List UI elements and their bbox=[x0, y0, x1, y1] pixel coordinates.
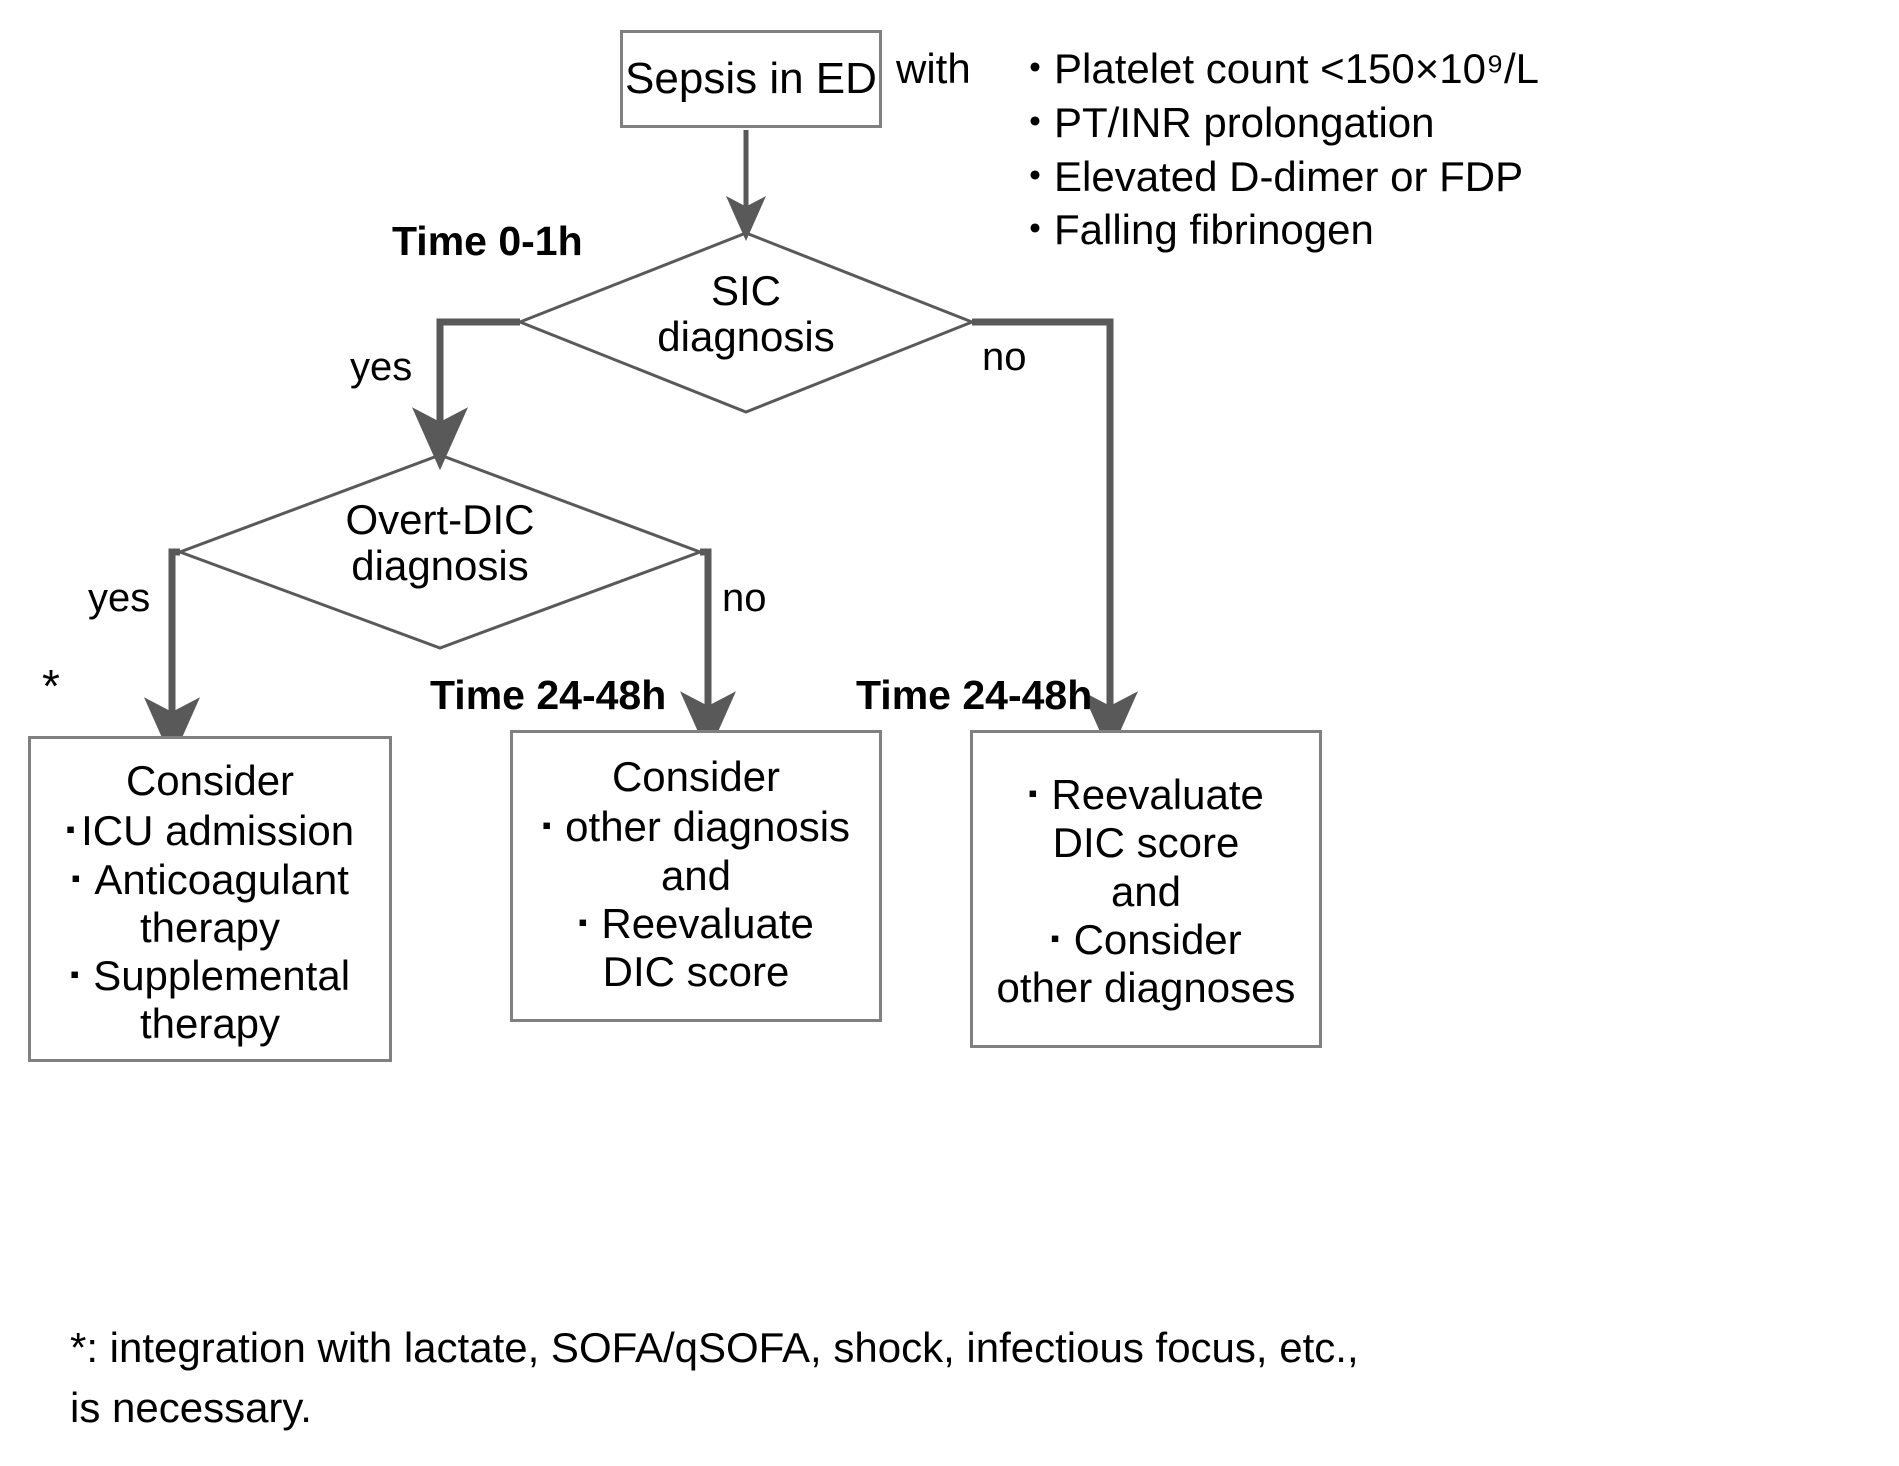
outcome-middle-item-text: other diagnosis bbox=[565, 803, 851, 851]
criteria-row: ・ Falling fibrinogen bbox=[896, 203, 1896, 257]
criteria-item-label: PT/INR prolongation bbox=[1054, 98, 1435, 146]
outcome-middle-heading: Consider bbox=[611, 753, 781, 800]
decision-sic-label: SIC diagnosis bbox=[606, 267, 886, 361]
outcome-left-item-cont: therapy bbox=[139, 903, 281, 951]
outcome-right-item: ▪ Reevaluate bbox=[1028, 771, 1264, 819]
square-bullet-icon: ▪ bbox=[69, 959, 80, 990]
outcome-middle-item: ▪ other diagnosis bbox=[542, 803, 850, 851]
bullet-icon: ・ bbox=[1014, 45, 1057, 92]
sepsis-criteria-list: with ・ Platelet count <150×10⁹/L ・ PT/IN… bbox=[896, 42, 1896, 257]
outcome-box-middle[interactable]: Consider ▪ other diagnosis and ▪ Reevalu… bbox=[510, 730, 882, 1022]
footnote-line-1: *: integration with lactate, SOFA/qSOFA,… bbox=[70, 1324, 1359, 1371]
outcome-left-heading: Consider bbox=[125, 757, 295, 804]
time-label-24-48h-middle: Time 24-48h bbox=[430, 672, 667, 718]
criteria-item-label: Elevated D-dimer or FDP bbox=[1054, 152, 1524, 200]
branch-label-sic-no: no bbox=[982, 335, 1027, 379]
outcome-left-item-text: ICU admission bbox=[81, 807, 355, 855]
outcome-right-item: ▪ Consider bbox=[1050, 916, 1241, 964]
outcome-box-right[interactable]: ▪ Reevaluate DIC score and ▪ Consider ot… bbox=[970, 730, 1322, 1048]
footnote-line-2: is necessary. bbox=[70, 1383, 312, 1431]
outcome-box-left[interactable]: Consider ▪ ICU admission ▪ Anticoagulant… bbox=[28, 736, 392, 1062]
outcome-right-item-cont: DIC score bbox=[1052, 819, 1240, 867]
bullet-icon: ・ bbox=[1014, 98, 1057, 146]
time-label-0-1h: Time 0-1h bbox=[392, 218, 583, 264]
footnote: *: integration with lactate, SOFA/qSOFA,… bbox=[70, 1318, 1770, 1437]
outcome-middle-item-cont: DIC score bbox=[602, 948, 790, 996]
criteria-row: ・ PT/INR prolongation bbox=[896, 96, 1896, 150]
criteria-item-label: Platelet count <150×10⁹/L bbox=[1054, 45, 1540, 92]
criteria-row: ・ Elevated D-dimer or FDP bbox=[896, 150, 1896, 204]
outcome-left-item-cont: therapy bbox=[139, 1000, 281, 1048]
outcome-left-item: ▪ Anticoagulant bbox=[71, 856, 349, 904]
time-label-24-48h-right: Time 24-48h bbox=[856, 672, 1093, 718]
edge-dic-no bbox=[680, 548, 736, 755]
outcome-middle-item-cont: and bbox=[660, 851, 732, 899]
decision-sic-line1: SIC bbox=[710, 267, 781, 314]
outcome-middle-item: ▪ Reevaluate bbox=[578, 900, 814, 948]
criteria-row: with ・ Platelet count <150×10⁹/L bbox=[896, 42, 1896, 96]
decision-dic-label: Overt-DIC diagnosis bbox=[300, 496, 580, 590]
outcome-right-item-cont: and bbox=[1110, 867, 1182, 915]
criteria-item-label: Falling fibrinogen bbox=[1054, 206, 1374, 254]
decision-sic-line2: diagnosis bbox=[657, 313, 835, 361]
outcome-right-item-text: Reevaluate bbox=[1051, 771, 1264, 818]
decision-dic-line1: Overt-DIC bbox=[345, 496, 535, 543]
decision-dic-line2: diagnosis bbox=[351, 542, 529, 590]
square-bullet-icon: ▪ bbox=[541, 810, 552, 841]
square-bullet-icon: ▪ bbox=[1028, 778, 1038, 808]
outcome-left-item-text: Anticoagulant bbox=[94, 855, 349, 903]
edge-sic-yes bbox=[412, 318, 520, 471]
sepsis-in-ed-label: Sepsis in ED bbox=[625, 54, 877, 104]
edge-sic-no bbox=[972, 318, 1138, 755]
branch-label-dic-yes: yes bbox=[88, 576, 151, 620]
square-bullet-icon: ▪ bbox=[578, 906, 588, 937]
outcome-left-item: ▪ ICU admission bbox=[66, 807, 354, 855]
outcome-left-item: ▪ Supplemental bbox=[70, 952, 350, 1000]
bullet-icon: ・ bbox=[1014, 152, 1057, 200]
asterisk-marker: * bbox=[42, 660, 60, 712]
outcome-left-item-text: Supplemental bbox=[93, 952, 351, 1000]
square-bullet-icon: ▪ bbox=[71, 862, 81, 893]
sepsis-in-ed-node[interactable]: Sepsis in ED bbox=[620, 30, 882, 128]
outcome-right-item-cont: other diagnoses bbox=[996, 964, 1296, 1012]
outcome-middle-item-text: Reevaluate bbox=[601, 899, 814, 947]
edge-dic-yes bbox=[144, 548, 200, 761]
square-bullet-icon: ▪ bbox=[1050, 922, 1060, 953]
branch-label-sic-yes: yes bbox=[350, 345, 413, 389]
with-label: with bbox=[896, 45, 971, 92]
bullet-icon: ・ bbox=[1014, 206, 1057, 254]
outcome-right-item-text: Consider bbox=[1073, 915, 1242, 963]
branch-label-dic-no: no bbox=[722, 576, 767, 620]
square-bullet-icon: ▪ bbox=[65, 814, 76, 845]
